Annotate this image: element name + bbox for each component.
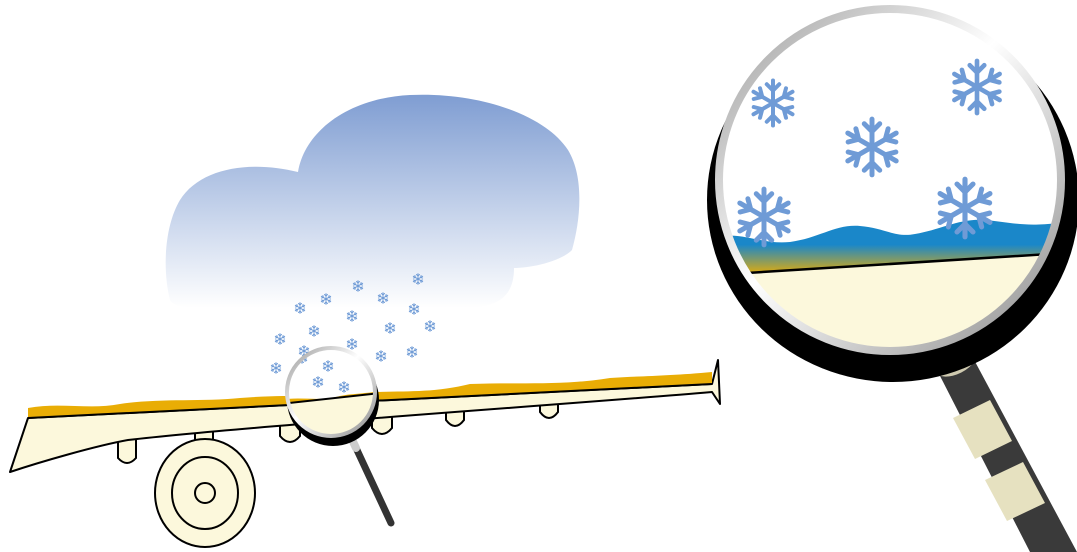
snow-cloud — [166, 95, 580, 308]
landing-gear — [155, 432, 255, 547]
large-magnifier — [707, 5, 1077, 552]
